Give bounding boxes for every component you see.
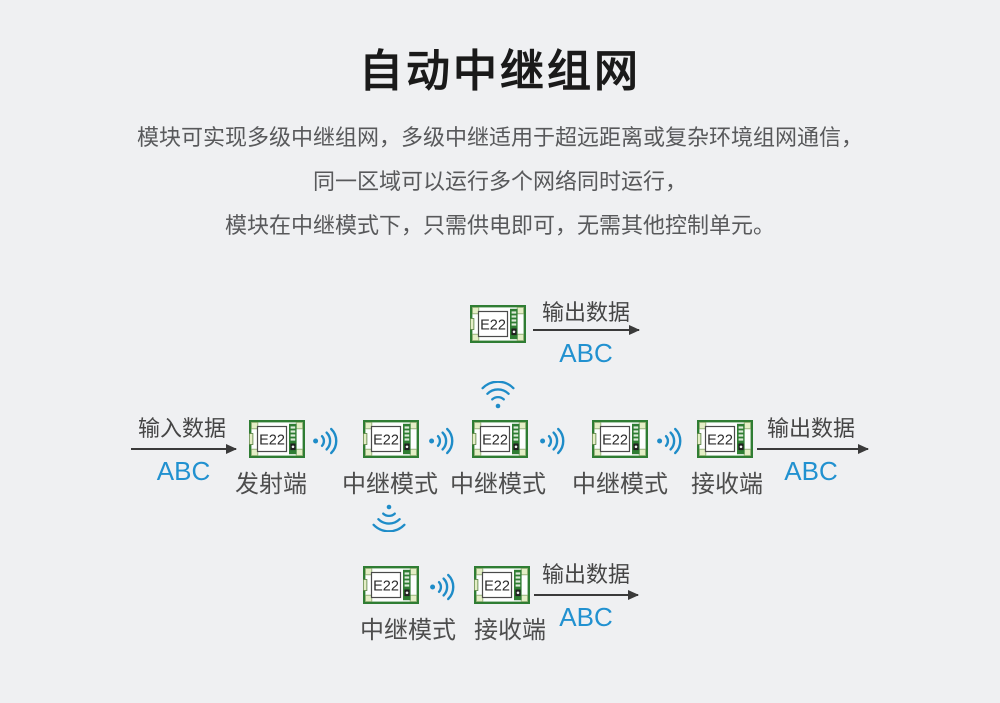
svg-text:E22: E22 [484,579,510,595]
page-title: 自动中继组网 [359,47,641,96]
output-data-label-top: 输出数据 [541,300,630,325]
svg-text:E22: E22 [373,433,399,449]
node-label-relay-3: 中继模式 [572,471,668,498]
description-line-2: 同一区域可以运行多个网络同时运行， [312,169,687,194]
e22-module-bottom-receiver: E22 [474,566,530,604]
svg-text:E22: E22 [259,433,285,449]
input-data-label: 输入数据 [137,416,226,441]
radio-waves-icon-2 [427,426,461,456]
svg-text:E22: E22 [482,433,508,449]
e22-module-bottom-relay: E22 [363,566,419,604]
e22-module-relay-3: E22 [592,420,648,458]
output-value-middle: ABC [784,456,838,486]
node-label-bottom-receiver: 接收端 [474,617,546,644]
node-label-relay-2: 中继模式 [450,471,546,498]
output-arrow-bottom [534,590,639,600]
e22-module-relay-2: E22 [472,420,528,458]
page-description: 模块可实现多级中继组网，多级中继适用于超远距离或复杂环境组网通信， 同一区域可以… [0,116,1000,248]
radio-waves-icon-3 [538,426,572,456]
e22-module-top-receiver: E22 [470,305,526,343]
input-arrow [131,444,237,454]
output-arrow-top [533,325,640,335]
svg-text:E22: E22 [707,433,733,449]
e22-module-transmitter: E22 [249,420,305,458]
description-line-3: 模块在中继模式下，只需供电即可，无需其他控制单元。 [224,213,775,238]
svg-text:E22: E22 [480,318,506,334]
svg-text:E22: E22 [602,433,628,449]
node-label-transmitter: 发射端 [235,471,307,498]
radio-waves-icon-5 [428,572,462,602]
input-value: ABC [156,456,211,486]
output-arrow-middle [757,444,869,454]
output-value-bottom: ABC [559,602,613,632]
e22-module-relay-1: E22 [363,420,419,458]
svg-text:E22: E22 [373,579,399,595]
description-line-1: 模块可实现多级中继组网，多级中继适用于超远距离或复杂环境组网通信， [136,125,863,150]
radio-waves-icon-1 [311,426,345,456]
output-data-label-bottom: 输出数据 [541,562,630,587]
output-data-label-middle: 输出数据 [766,416,855,441]
node-label-bottom-relay: 中继模式 [360,617,456,644]
output-value-top: ABC [559,338,613,368]
node-label-receiver: 接收端 [691,471,763,498]
radio-waves-icon-4 [655,426,689,456]
node-label-relay-1: 中继模式 [342,471,438,498]
wifi-up-icon [479,381,517,409]
wifi-down-icon [370,504,408,532]
e22-module-receiver: E22 [697,420,753,458]
